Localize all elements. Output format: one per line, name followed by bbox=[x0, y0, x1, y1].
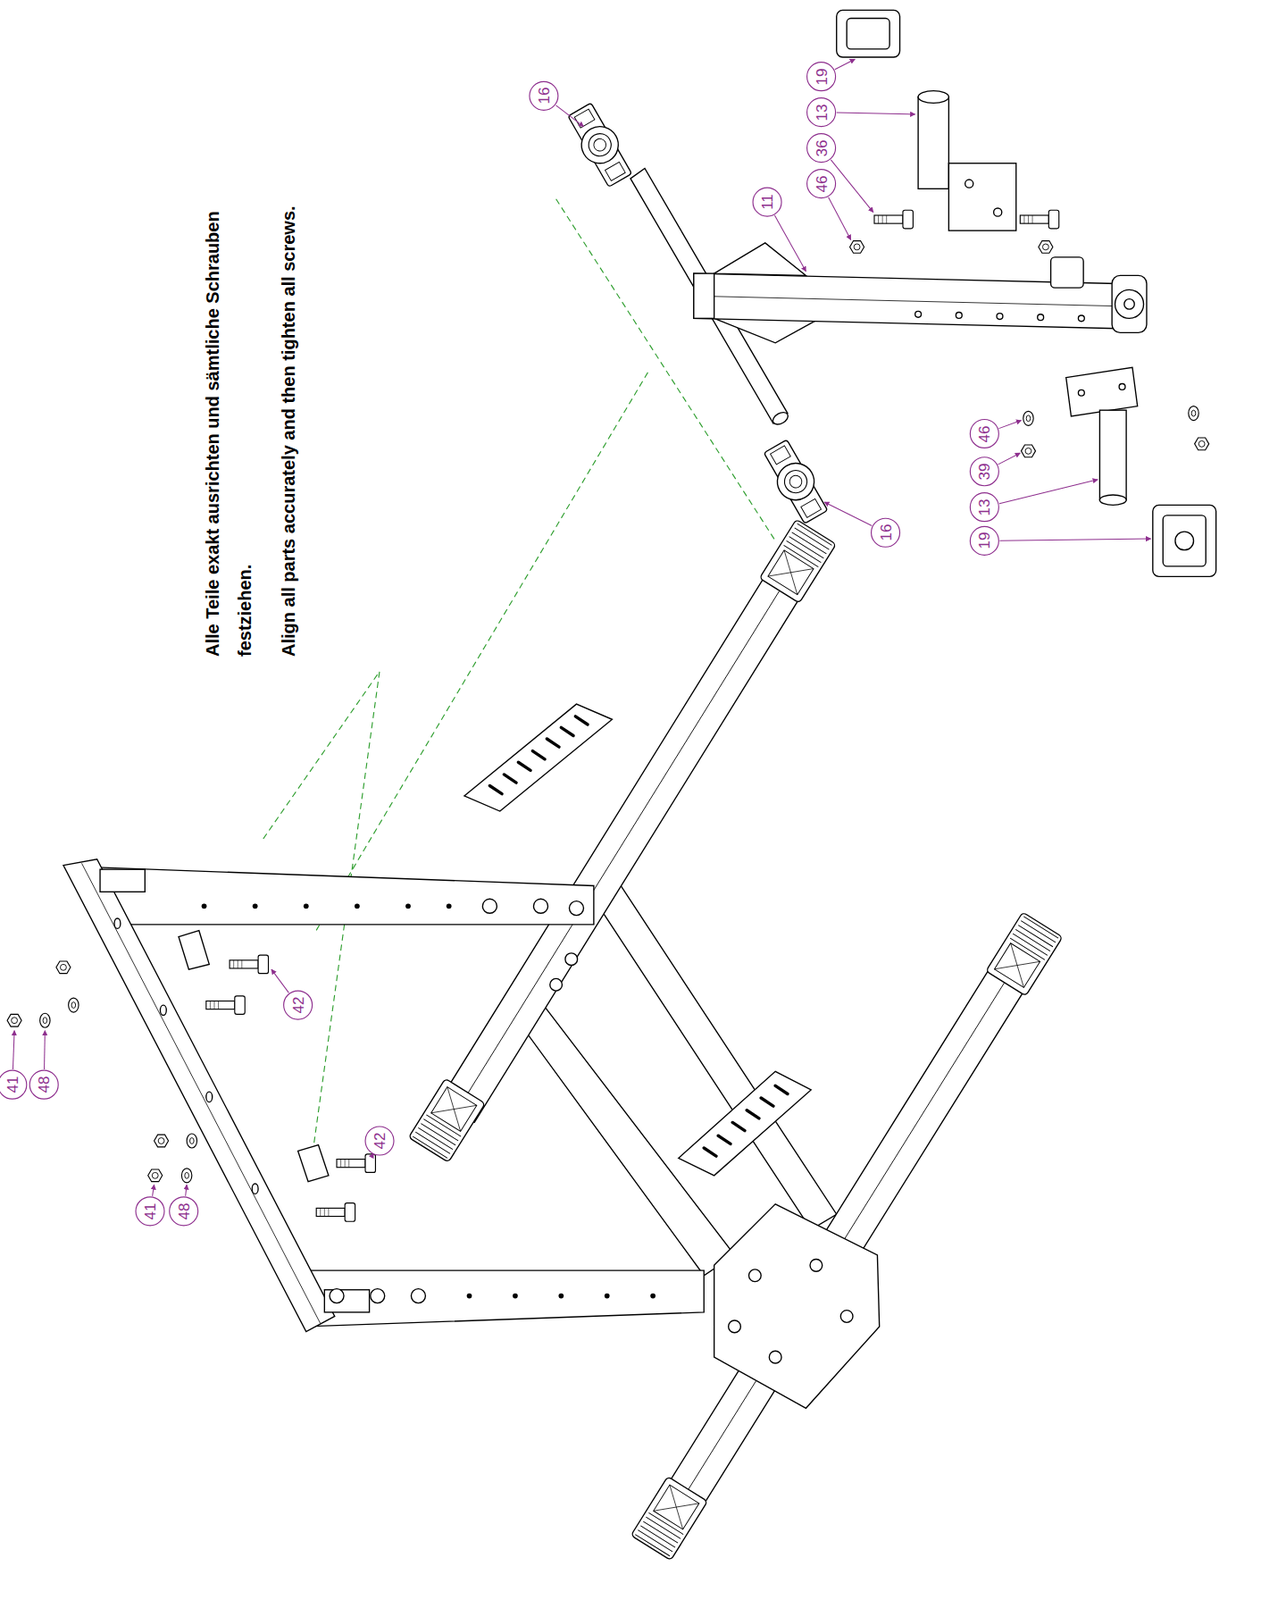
callout-circle bbox=[807, 133, 836, 163]
leader-line bbox=[830, 159, 873, 213]
callout-circle bbox=[969, 526, 999, 555]
callout-circle bbox=[169, 1196, 199, 1226]
leader-line bbox=[152, 1184, 155, 1196]
callout-number: 48 bbox=[36, 1076, 52, 1094]
callout-number: 16 bbox=[535, 87, 552, 105]
leader-line bbox=[836, 112, 916, 115]
callout-number: 11 bbox=[759, 193, 776, 210]
callout-circle bbox=[29, 1069, 59, 1099]
callout-number: 39 bbox=[977, 462, 993, 480]
callout-circle bbox=[807, 98, 836, 127]
leader-line bbox=[828, 197, 852, 241]
callout-number: 13 bbox=[813, 103, 829, 121]
callout-number: 41 bbox=[141, 1202, 158, 1220]
callout-circle bbox=[969, 457, 999, 486]
callout-number: 42 bbox=[290, 996, 306, 1014]
leader-line bbox=[998, 420, 1021, 429]
leader-line bbox=[835, 58, 855, 70]
callout-number: 42 bbox=[371, 1132, 387, 1150]
callout-number: 19 bbox=[977, 532, 993, 550]
callout-circle bbox=[365, 1126, 394, 1155]
callout-circle bbox=[283, 990, 313, 1019]
callout-number: 16 bbox=[877, 524, 894, 542]
callout-circle bbox=[529, 81, 559, 110]
assembly-note: Alle Teile exakt ausrichten und sämtlich… bbox=[196, 187, 261, 657]
callout-circle bbox=[807, 62, 836, 92]
callout-number: 19 bbox=[813, 67, 829, 85]
callout-circle bbox=[871, 517, 901, 547]
leader-line bbox=[998, 452, 1021, 465]
callout-circle bbox=[969, 418, 999, 448]
assembly-note: Align all parts accurately and then tigh… bbox=[272, 187, 305, 657]
leader-line bbox=[271, 968, 289, 993]
callout-number: 41 bbox=[4, 1076, 20, 1094]
leader-line bbox=[999, 479, 1098, 504]
callout-circle bbox=[752, 187, 782, 217]
callout-circle bbox=[0, 1069, 27, 1099]
leader-line bbox=[999, 538, 1151, 541]
callout-number: 46 bbox=[813, 175, 829, 193]
callout-circle bbox=[807, 169, 836, 199]
leader-line bbox=[12, 1030, 15, 1069]
callout-number: 46 bbox=[977, 425, 993, 443]
leader-line bbox=[555, 105, 584, 127]
leader-line bbox=[824, 501, 872, 527]
callout-number: 13 bbox=[977, 498, 993, 516]
callout-circle bbox=[135, 1196, 165, 1226]
leader-line bbox=[43, 1030, 46, 1069]
leader-line bbox=[774, 215, 806, 272]
leader-line bbox=[185, 1184, 187, 1196]
callout-circle bbox=[969, 492, 999, 522]
callout-number: 48 bbox=[175, 1202, 192, 1220]
callout-number: 36 bbox=[813, 139, 829, 157]
